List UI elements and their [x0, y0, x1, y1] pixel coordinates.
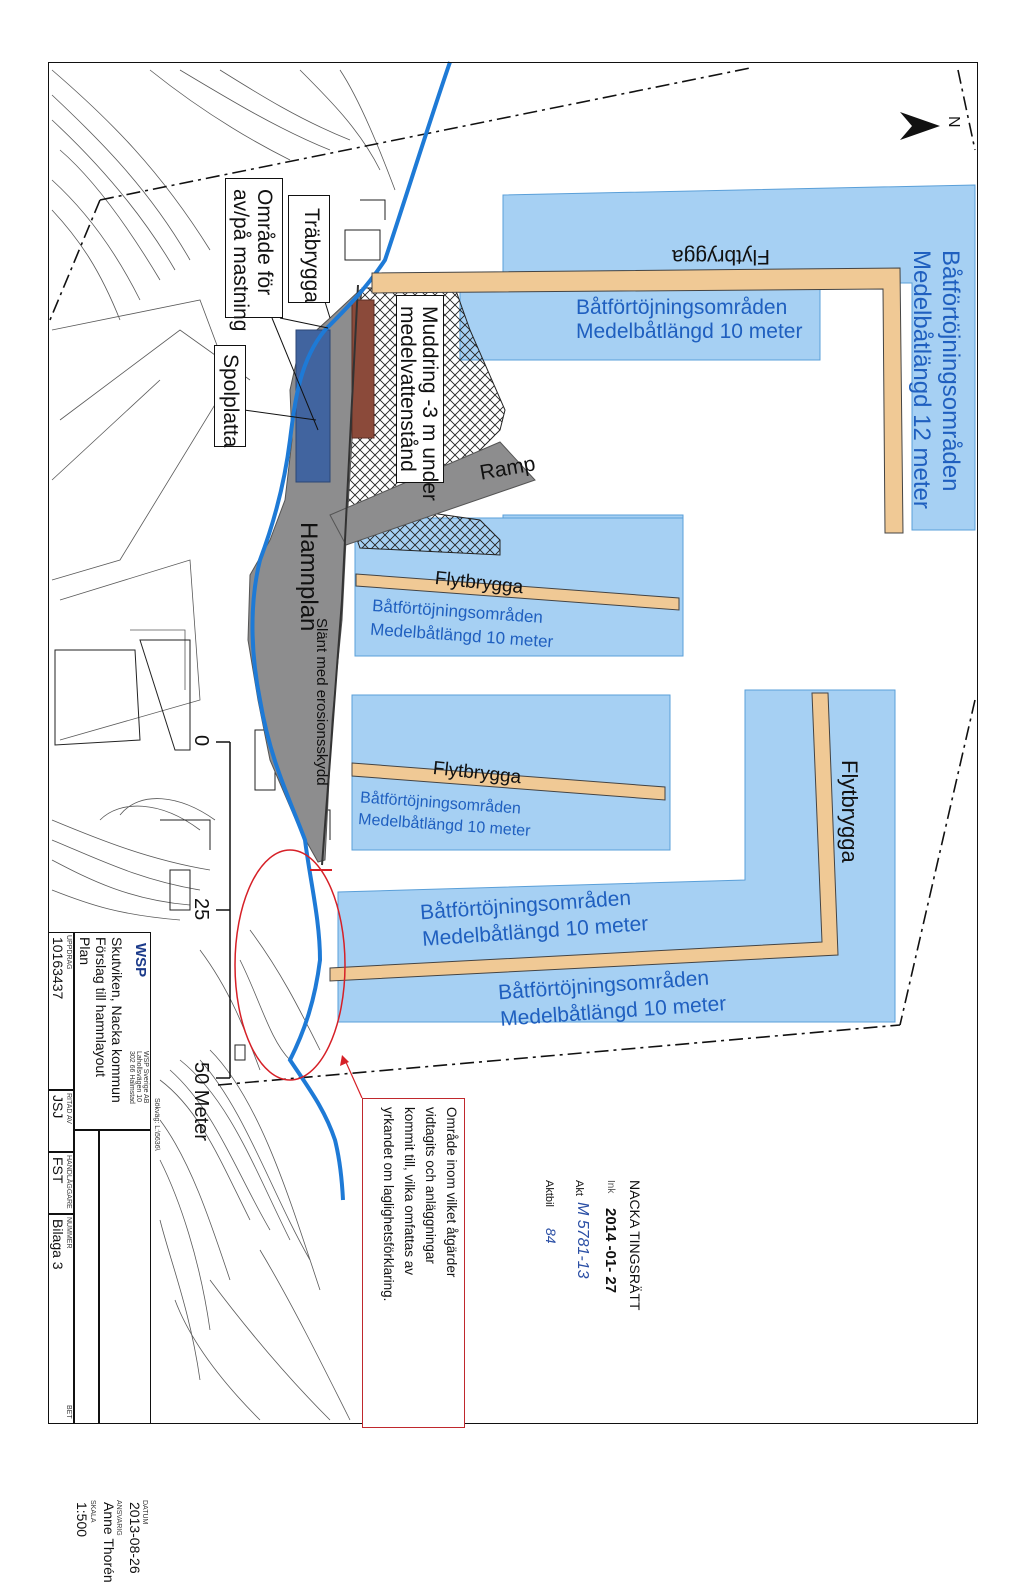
- float-a: [355, 573, 680, 611]
- scale-tick-25: 25: [190, 898, 212, 921]
- muddring-label-line2: medelvattenstånd: [396, 306, 419, 472]
- red-arrow: [344, 1059, 363, 1099]
- legal-note-line3: kommit till, vilka omfattas av: [402, 1107, 417, 1276]
- tb-uppdrag-label: UPPDRAG: [65, 935, 72, 970]
- stamp-aktbil-label: Aktbil: [543, 1180, 555, 1207]
- tb-project-cell: Plan Förslag till hamnlayout Skutviken, …: [74, 932, 151, 1130]
- tb-drawing-value: Plan: [77, 937, 93, 966]
- tb-handlaggare-value: FST: [50, 1157, 66, 1184]
- hamnplan-label: Hamnplan: [295, 522, 322, 632]
- muddring-callout: Muddring -3 m under medelvattenstånd: [396, 295, 444, 501]
- floating-docks: [329, 267, 904, 982]
- scale-tick-0: 0: [190, 735, 212, 747]
- tb-ritad-label: RITAD AV: [65, 1093, 72, 1124]
- tb-skala-label: SKALA: [89, 1500, 96, 1523]
- mooring-12m-line1: Båtförtöjningsområden: [937, 250, 964, 492]
- tb-ritad-cell: RITAD AV JSJ: [48, 1090, 74, 1152]
- tb-project-value: Skutviken, Nacka kommun: [109, 937, 125, 1103]
- tb-nummer-cell: NUMMER Bilaga 3 BET: [48, 1214, 74, 1424]
- legal-note-line1: Område inom vilket åtgärder: [444, 1107, 459, 1278]
- tb-skala-cell: [74, 1130, 99, 1424]
- red-oval-area: [234, 849, 346, 1081]
- mastning-callout: Område för av/på mastning: [225, 178, 283, 331]
- spolplatta-area: [295, 329, 331, 483]
- stamp-date: 2014 -01- 27: [602, 1208, 619, 1294]
- stamp-court: NACKA TINGSRÄTT: [627, 1180, 643, 1311]
- spolplatta-label: Spolplatta: [219, 354, 242, 448]
- coastline: [250, 61, 452, 1201]
- tb-nummer-label: NUMMER: [65, 1217, 72, 1249]
- tb-datum-cell: [99, 1130, 151, 1424]
- spolplatta-callout: Spolplatta: [214, 345, 246, 447]
- tb-handlaggare-label: HANDLÄGGARE: [65, 1155, 72, 1209]
- muddring-label-line1: Muddring -3 m under: [418, 306, 441, 501]
- float-label-1: Flytbrygga: [671, 245, 770, 268]
- mooring-1-line2: Medelbåtlängd 10 meter: [576, 320, 803, 343]
- mastning-label-line1: Område för: [253, 189, 276, 296]
- scale-bar: [216, 741, 231, 1079]
- stamp-akt-value: M 5781-13: [574, 1202, 591, 1279]
- court-stamp: NACKA TINGSRÄTT Ink 2014 -01- 27 Akt M 5…: [525, 1180, 645, 1310]
- legal-note-line4: yrkandet om laglighetsförklaring.: [381, 1107, 396, 1302]
- north-label: N: [945, 116, 962, 128]
- stamp-ink-label: Ink: [605, 1180, 616, 1194]
- site-plan-map: [49, 61, 976, 1421]
- tb-ansvarig-value: Anne Thorén: [101, 1502, 117, 1583]
- wsp-logo: WSP: [132, 943, 149, 978]
- quay-line: [321, 284, 359, 866]
- tb-uppdrag-cell: UPPDRAG 10163437: [48, 932, 74, 1090]
- legal-note-line2: vidtagits och anläggningar: [423, 1107, 438, 1264]
- tb-skala-value: 1:500: [74, 1502, 90, 1538]
- mooring-12m-line2: Medelbåtlängd 12 meter: [908, 250, 935, 509]
- slant-label: Slänt med erosionsskydd: [313, 618, 330, 786]
- tb-subject-value: Förslag till hamnlayout: [93, 937, 109, 1078]
- tb-footer: Sökväg: L:\5636\: [153, 1098, 160, 1151]
- mastning-label-line2: av/på mastning: [229, 189, 252, 332]
- tb-uppdrag-value: 10163437: [50, 937, 66, 1000]
- tb-bet-label: BET: [65, 1405, 72, 1419]
- tb-company-line2: Lahollsvägen 10: [135, 1051, 142, 1102]
- callout-lines: [243, 291, 331, 431]
- contour-lines: [51, 69, 396, 1421]
- tb-nummer-value: Bilaga 3: [50, 1219, 66, 1270]
- tb-company-line1: WSP Sverige AB: [142, 1051, 149, 1104]
- tb-company-line3: 302 66 Halmstad: [128, 1051, 135, 1104]
- buildings: [54, 199, 386, 1061]
- float-12m: [371, 267, 904, 534]
- float-c: [329, 692, 839, 982]
- float-label-4: Flytbrygga: [837, 760, 862, 863]
- trabrygga-callout: Träbrygga: [288, 195, 330, 303]
- stamp-aktbil-value: 84: [543, 1228, 559, 1244]
- title-block: UPPDRAG 10163437 RITAD AV JSJ HANDLÄGGAR…: [48, 932, 151, 1583]
- legal-note-box: Område inom vilket åtgärder vidtagits oc…: [362, 1098, 465, 1428]
- tb-datum-value: 2013-08-26: [127, 1502, 143, 1574]
- map-frame: [48, 62, 978, 1424]
- tb-ritad-value: JSJ: [50, 1095, 66, 1119]
- mooring-1-line1: Båtförtöjningsområden: [576, 296, 788, 319]
- trabrygga-label: Träbrygga: [300, 208, 323, 303]
- float-b: [351, 762, 666, 801]
- scale-tick-50: 50 Meter: [190, 1062, 212, 1141]
- north-arrow-icon: [900, 112, 940, 140]
- stamp-akt-label: Akt: [573, 1180, 585, 1196]
- tb-handlaggare-cell: HANDLÄGGARE FST: [48, 1152, 74, 1214]
- mudd-strip: [351, 299, 375, 439]
